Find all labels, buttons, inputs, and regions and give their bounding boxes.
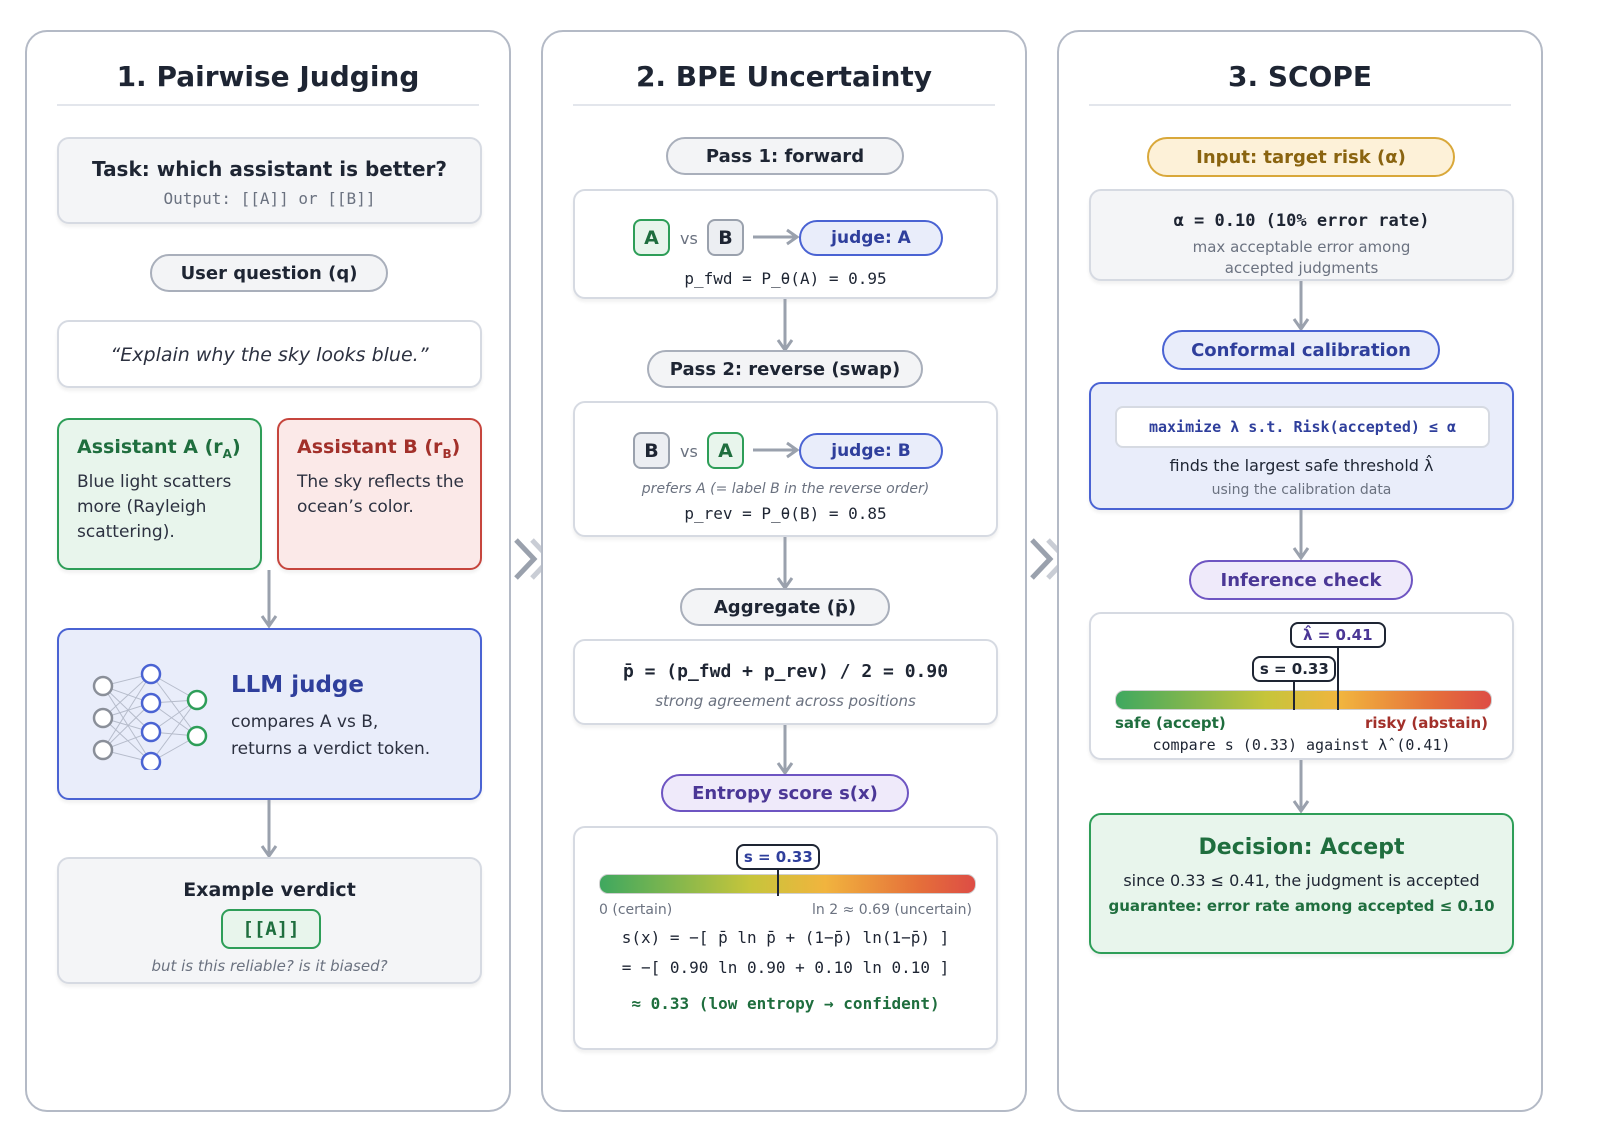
task-title: Task: which assistant is better? <box>92 157 447 181</box>
assistant-b-text: The sky reflects the ocean’s color. <box>297 472 464 517</box>
decision-guarantee: guarantee: error rate among accepted ≤ 0… <box>1108 897 1495 915</box>
calibration-text: finds the largest safe threshold λ̂ <box>1169 456 1434 475</box>
llm-judge-box: LLM judge compares A vs B, returns a ver… <box>57 628 482 800</box>
inference-pill: Inference check <box>1189 560 1413 600</box>
entropy-box: s = 0.33 0 (certain) ln 2 ≈ 0.69 (uncert… <box>573 826 998 1050</box>
panel-scope: 3. SCOPE Input: target risk (α) α = 0.10… <box>1057 30 1543 1112</box>
panel-bpe-uncertainty: 2. BPE Uncertainty Pass 1: forward A vs … <box>541 30 1027 1112</box>
pass2-judge-pill: judge: B <box>799 433 943 469</box>
question-box: “Explain why the sky looks blue.” <box>57 320 482 388</box>
panel-title: 3. SCOPE <box>1227 60 1373 93</box>
risky-label: risky (abstain) <box>1364 714 1488 732</box>
entropy-pill: Entropy score s(x) <box>661 774 909 812</box>
compare-text: compare s (0.33) against λ̂ (0.41) <box>1152 736 1451 754</box>
aggregate-pill: Aggregate (p̄) <box>680 588 890 626</box>
pass2-vs: vs <box>680 442 698 461</box>
safe-label: safe (accept) <box>1115 714 1226 732</box>
assistant-a-card: Assistant A (rA) Blue light scatters mor… <box>57 418 262 570</box>
arrow-down-icon <box>1292 281 1310 332</box>
decision-text: since 0.33 ≤ 0.41, the judgment is accep… <box>1123 871 1480 890</box>
assistant-a-title: Assistant A (rA) <box>77 436 241 461</box>
user-question-pill: User question (q) <box>150 254 388 292</box>
llm-judge-text-1: compares A vs B, <box>231 712 379 732</box>
lambda-tag: λ̂ = 0.41 <box>1289 622 1386 648</box>
verdict-token: [[A]] <box>221 909 321 949</box>
calibration-note: using the calibration data <box>1211 482 1392 498</box>
entropy-marker <box>777 870 780 896</box>
aggregate-formula: p̄ = (p_fwd + p_rev) / 2 = 0.90 <box>622 661 949 682</box>
arrow-down-icon <box>260 570 278 629</box>
assistant-b-card: Assistant B (rB) The sky reflects the oc… <box>277 418 482 570</box>
title-divider <box>573 104 995 106</box>
entropy-scale-bar <box>599 874 976 894</box>
pass2-pill: Pass 2: reverse (swap) <box>647 350 923 388</box>
verdict-title: Example verdict <box>183 879 356 901</box>
pass2-box: B vs A judge: B prefers A (= label B in … <box>573 401 998 537</box>
alpha-note-2: accepted judgments <box>1224 259 1379 277</box>
calibration-box: maximize λ s.t. Risk(accepted) ≤ α finds… <box>1089 382 1514 510</box>
panel-title: 1. Pairwise Judging <box>116 60 420 93</box>
assistant-b-title: Assistant B (rB) <box>297 436 461 461</box>
title-divider <box>57 104 479 106</box>
calibration-formula: maximize λ s.t. Risk(accepted) ≤ α <box>1115 406 1490 448</box>
decision-title: Decision: Accept <box>1198 835 1405 860</box>
arrow-right-icon <box>753 441 800 459</box>
input-risk-pill: Input: target risk (α) <box>1147 137 1455 177</box>
alpha-note-1: max acceptable error among <box>1192 238 1411 256</box>
arrow-down-icon <box>1292 760 1310 814</box>
aggregate-box: p̄ = (p_fwd + p_rev) / 2 = 0.90 strong a… <box>573 639 998 725</box>
entropy-formula-1: s(x) = −[ p̄ ln p̄ + (1−p̄) ln(1−p̄) ] <box>621 928 950 947</box>
pass2-option-a: A <box>707 432 744 469</box>
arrow-down-icon <box>776 299 794 353</box>
aggregate-note: strong agreement across positions <box>655 692 916 710</box>
pass2-note: prefers A (= label B in the reverse orde… <box>641 481 930 497</box>
question-text: “Explain why the sky looks blue.” <box>110 344 429 366</box>
entropy-formula-2: = −[ 0.90 ln 0.90 + 0.10 ln 0.10 ] <box>621 958 950 977</box>
arrow-right-icon <box>753 228 800 246</box>
alpha-box: α = 0.10 (10% error rate) max acceptable… <box>1089 189 1514 281</box>
llm-judge-text-2: returns a verdict token. <box>231 739 431 759</box>
pass1-option-a: A <box>633 219 670 256</box>
llm-judge-title: LLM judge <box>231 672 364 698</box>
entropy-score-tag: s = 0.33 <box>736 844 821 870</box>
arrow-down-icon <box>260 800 278 859</box>
task-output: Output: [[A]] or [[B]] <box>163 189 376 208</box>
pass1-box: A vs B judge: A p_fwd = P_θ(A) = 0.95 <box>573 189 998 299</box>
alpha-title: α = 0.10 (10% error rate) <box>1173 211 1430 231</box>
arrow-down-icon <box>776 725 794 776</box>
pass1-judge-pill: judge: A <box>799 220 943 256</box>
arrow-down-icon <box>776 537 794 591</box>
title-divider <box>1089 104 1511 106</box>
calibration-pill: Conformal calibration <box>1162 330 1440 370</box>
pass2-option-b: B <box>633 432 670 469</box>
assistant-a-text: Blue light scatters more (Rayleigh scatt… <box>77 472 232 542</box>
pass1-vs: vs <box>680 229 698 248</box>
pass2-formula: p_rev = P_θ(B) = 0.85 <box>684 504 887 523</box>
entropy-result: ≈ 0.33 (low entropy → confident) <box>631 994 940 1013</box>
score-tag: s = 0.33 <box>1252 656 1337 682</box>
score-marker <box>1293 680 1296 710</box>
risk-scale-bar <box>1115 690 1492 710</box>
panel-pairwise-judging: 1. Pairwise Judging Task: which assistan… <box>25 30 511 1112</box>
lambda-marker <box>1336 648 1339 710</box>
arrow-down-icon <box>1292 510 1310 561</box>
pass1-formula: p_fwd = P_θ(A) = 0.95 <box>684 269 887 288</box>
pass1-option-b: B <box>707 219 744 256</box>
pass1-pill: Pass 1: forward <box>666 137 904 175</box>
scale-left-label: 0 (certain) <box>599 902 673 918</box>
neural-network-icon <box>92 663 208 770</box>
verdict-note: but is this reliable? is it biased? <box>151 957 388 975</box>
panel-title: 2. BPE Uncertainty <box>635 60 933 93</box>
verdict-box: Example verdict [[A]] but is this reliab… <box>57 857 482 984</box>
scale-right-label: ln 2 ≈ 0.69 (uncertain) <box>812 902 972 918</box>
task-box: Task: which assistant is better? Output:… <box>57 137 482 224</box>
decision-box: Decision: Accept since 0.33 ≤ 0.41, the … <box>1089 813 1514 954</box>
inference-box: λ̂ = 0.41 s = 0.33 safe (accept) risky (… <box>1089 612 1514 760</box>
